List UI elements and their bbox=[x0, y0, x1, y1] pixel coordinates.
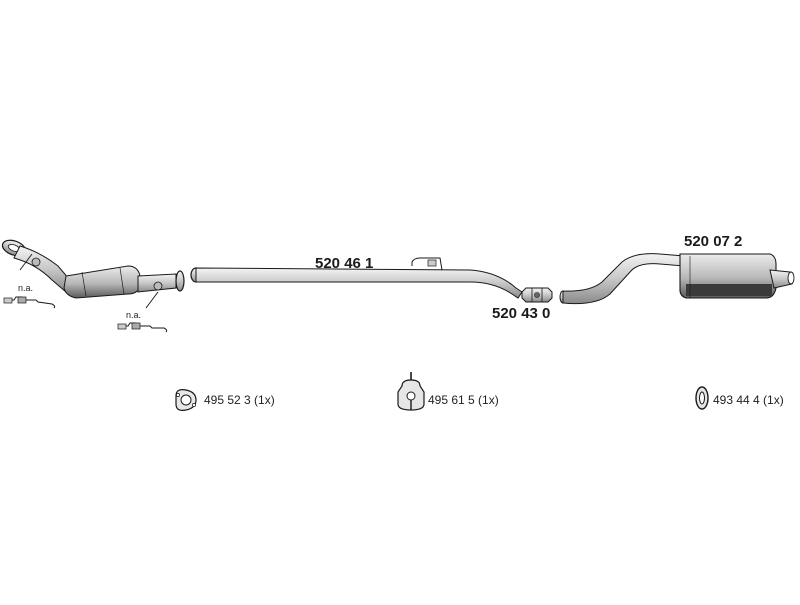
front-pipe[interactable] bbox=[190, 257, 523, 299]
not-available-note-lower: n.a. bbox=[126, 310, 142, 320]
catalytic-converter[interactable] bbox=[0, 237, 185, 299]
connector-number: 520 43 0 bbox=[492, 305, 551, 322]
rear-silencer[interactable] bbox=[559, 253, 795, 305]
front-pipe-number: 520 46 1 bbox=[315, 255, 374, 272]
rear-silencer-number: 520 07 2 bbox=[684, 233, 743, 250]
not-available-note-upper: n.a. bbox=[18, 283, 34, 293]
flange-gasket-icon bbox=[175, 389, 197, 411]
accessory-label-ring: 493 44 4 (1x) bbox=[713, 393, 784, 407]
accessory-label-gasket: 495 52 3 (1x) bbox=[204, 393, 275, 407]
lambda-sensor-lower bbox=[117, 291, 168, 333]
rubber-ring-icon bbox=[695, 386, 709, 410]
connector-clamp[interactable] bbox=[521, 287, 553, 303]
rubber-mount-icon bbox=[397, 372, 425, 411]
lambda-sensor-upper bbox=[3, 253, 56, 309]
accessory-label-mount: 495 61 5 (1x) bbox=[428, 393, 499, 407]
